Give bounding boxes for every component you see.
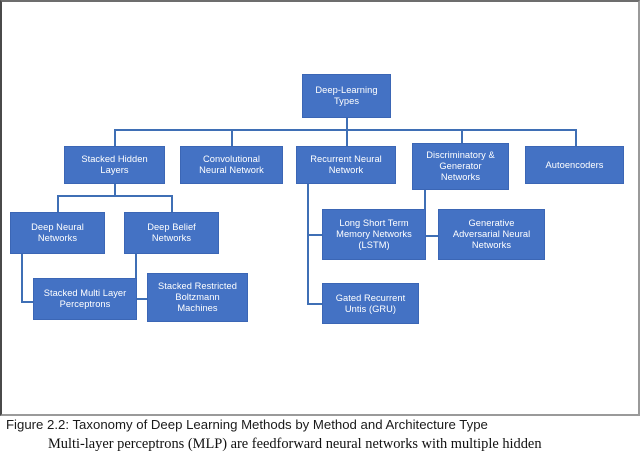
connector-rnn-to-gru: [307, 303, 323, 305]
connector-dnn-elbow-horizontal: [21, 301, 34, 303]
connector-rnn-spine: [307, 184, 309, 305]
connector-drop-autoencoders: [575, 129, 577, 147]
connector-discgen-elbow-horizontal: [424, 235, 439, 237]
node-stacked-restricted-boltzmann-machines[interactable]: Stacked Restricted Boltzmann Machines: [147, 273, 248, 322]
body-paragraph-line: Multi-layer perceptrons (MLP) are feedfo…: [48, 436, 542, 452]
connector-drop-discgen: [461, 129, 463, 147]
connector-rnn-to-lstm: [307, 234, 323, 236]
node-deep-neural-networks[interactable]: Deep Neural Networks: [10, 212, 105, 254]
node-convolutional-neural-network[interactable]: Convolutional Neural Network: [180, 146, 283, 184]
connector-level2-bus-left: [58, 195, 172, 197]
node-discriminatory-generator-networks[interactable]: Discriminatory & Generator Networks: [412, 143, 509, 190]
node-long-short-term-memory-networks[interactable]: Long Short Term Memory Networks (LSTM): [322, 209, 426, 260]
node-stacked-multi-layer-perceptrons[interactable]: Stacked Multi Layer Perceptrons: [33, 278, 137, 320]
connector-dbn-elbow-vertical: [135, 254, 137, 300]
connector-stacked-stem: [114, 184, 116, 197]
node-recurrent-neural-network[interactable]: Recurrent Neural Network: [296, 146, 396, 184]
node-autoencoders[interactable]: Autoencoders: [525, 146, 624, 184]
connector-drop-stacked: [114, 129, 116, 147]
node-gated-recurrent-units[interactable]: Gated Recurrent Untis (GRU): [322, 283, 419, 324]
connector-root-stem: [346, 118, 348, 131]
connector-dnn-elbow-vertical: [21, 254, 23, 302]
connector-drop-dnn: [57, 195, 59, 212]
node-deep-belief-networks[interactable]: Deep Belief Networks: [124, 212, 219, 254]
node-stacked-hidden-layers[interactable]: Stacked Hidden Layers: [64, 146, 165, 184]
connector-drop-rnn: [346, 129, 348, 147]
connector-drop-cnn: [231, 129, 233, 147]
connector-dbn-elbow-horizontal: [135, 298, 148, 300]
figure-caption: Figure 2.2: Taxonomy of Deep Learning Me…: [6, 417, 488, 432]
node-deep-learning-types[interactable]: Deep-Learning Types: [302, 74, 391, 118]
node-generative-adversarial-neural-networks[interactable]: Generative Adversarial Neural Networks: [438, 209, 545, 260]
taxonomy-diagram: Deep-Learning Types Stacked Hidden Layer…: [2, 2, 640, 418]
caption-block: Figure 2.2: Taxonomy of Deep Learning Me…: [0, 416, 640, 455]
connector-drop-dbn: [171, 195, 173, 212]
figure-frame: Deep-Learning Types Stacked Hidden Layer…: [0, 0, 640, 416]
